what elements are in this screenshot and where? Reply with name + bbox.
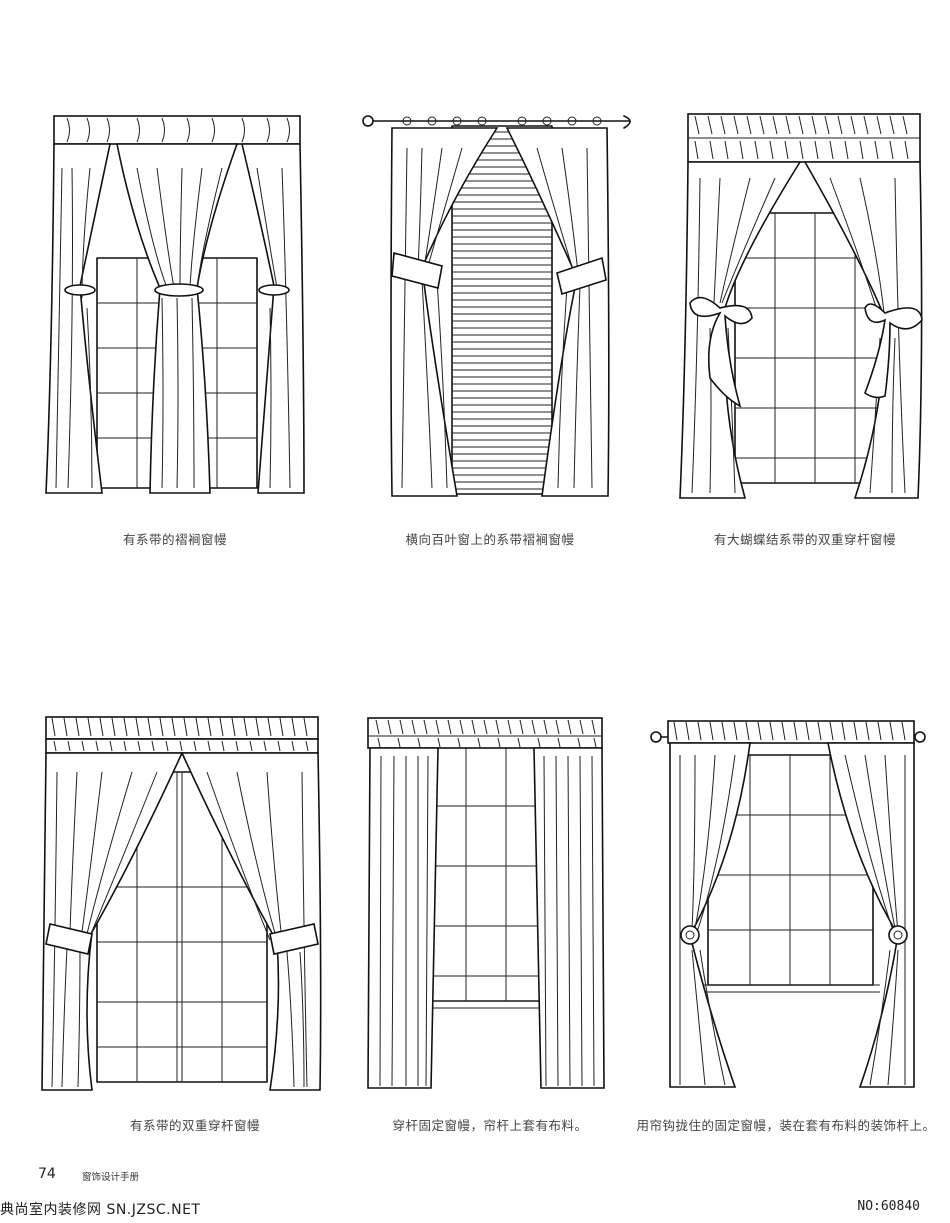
- illustration-double-rod-tieback: [41, 712, 322, 1092]
- page-number: 74: [38, 1166, 56, 1182]
- illustration-pinch-pleat-tieback: [42, 108, 307, 498]
- caption-pinch-pleat-tieback: 有系带的褶裥窗幔: [122, 532, 227, 547]
- caption-holdback-decorative-rod: 用帘钩拢住的固定窗幔，装在套有布料的装饰杆上。: [636, 1118, 936, 1133]
- caption-blinds-tieback: 横向百叶窗上的系带褶裥窗幔: [405, 532, 575, 547]
- caption-rod-pocket-fixed: 穿杆固定窗幔，帘杆上套有布料。: [392, 1118, 588, 1133]
- caption-double-rod-bows: 有大蝴蝶结系带的双重穿杆窗幔: [713, 532, 896, 547]
- illustration-blinds-tieback: [362, 108, 637, 498]
- caption-double-rod-tieback: 有系带的双重穿杆窗幔: [129, 1118, 260, 1133]
- book-title: 窗饰设计手册: [82, 1172, 140, 1183]
- image-number: NO:60840: [857, 1199, 920, 1214]
- site-watermark: 典尚室内装修网 SN.JZSC.NET: [0, 1202, 201, 1218]
- illustration-holdback-decorative-rod: [650, 715, 930, 1090]
- illustration-rod-pocket-fixed: [366, 716, 606, 1091]
- illustration-double-rod-bows: [679, 108, 930, 503]
